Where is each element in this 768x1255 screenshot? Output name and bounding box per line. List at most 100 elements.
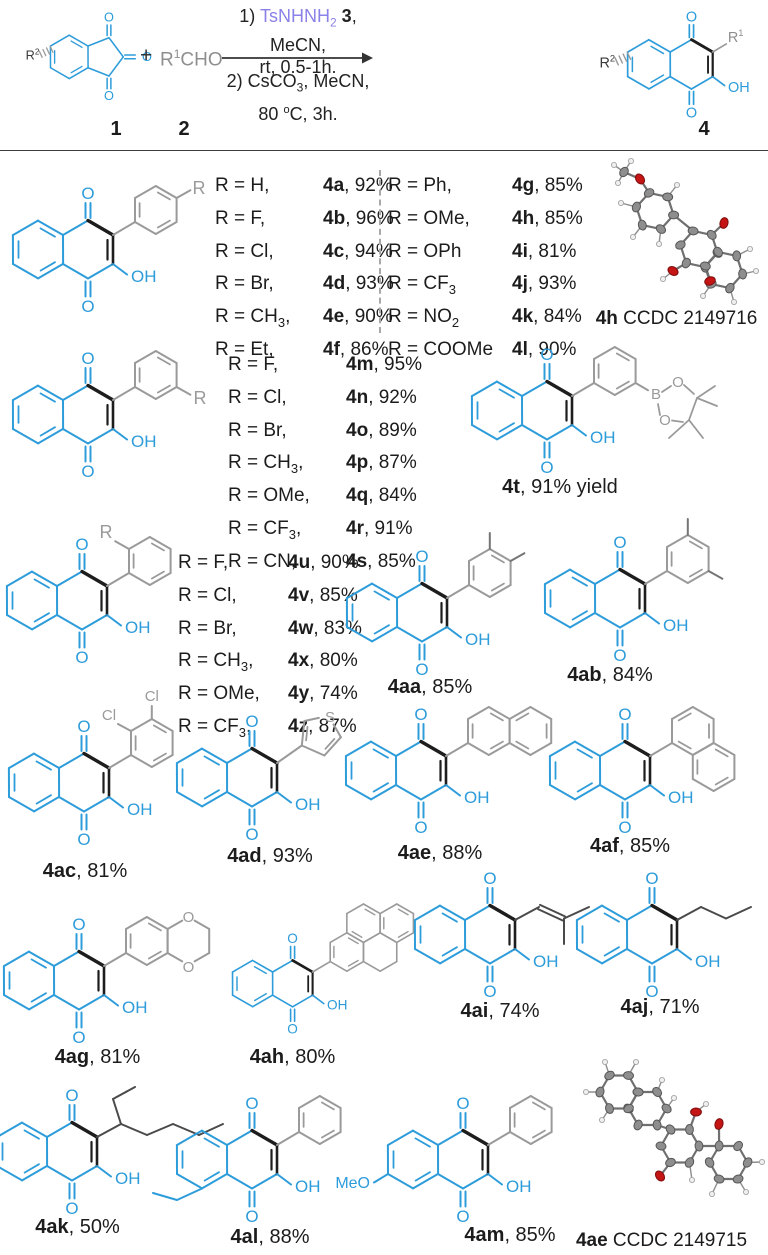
svg-text:OH: OH (122, 998, 148, 1017)
svg-text:OH: OH (295, 1177, 321, 1196)
caption-4ab: 4ab, 84% (567, 664, 653, 686)
svg-text:O: O (77, 717, 90, 736)
aldehyde-cho: CHO (180, 49, 223, 71)
caption-4af: 4af, 85% (589, 835, 671, 857)
svg-text:OH: OH (125, 618, 151, 637)
svg-text:O: O (142, 49, 152, 64)
list-item-4y: R = OMe,4y, 74% (178, 683, 358, 705)
svg-text:OH: OH (131, 432, 157, 451)
tosylhydrazide-reagent: TsNHNH (259, 6, 330, 26)
svg-text:O: O (245, 825, 258, 844)
reaction-arrow (222, 52, 373, 64)
list-item-4q: R = OMe,4q, 84% (228, 485, 417, 507)
list-item-4x: R = CH3,4x, 80% (178, 650, 358, 675)
caption-4aa: 4aa, 85% (387, 676, 473, 698)
label-compound-2: 2 (178, 118, 190, 140)
aldehyde-r: R (160, 49, 174, 71)
svg-text:O: O (613, 533, 626, 552)
list-item-4f: R = Et,4f, 86% (215, 338, 389, 360)
svg-text:O: O (245, 1094, 258, 1113)
svg-text:O: O (183, 909, 195, 926)
svg-text:R1: R1 (728, 28, 744, 46)
svg-text:O: O (672, 374, 684, 391)
svg-text:O: O (104, 88, 114, 103)
svg-text:O: O (81, 349, 94, 368)
svg-text:OH: OH (506, 1177, 532, 1196)
list-item-4p: R = CH3,4p, 87% (228, 452, 417, 477)
svg-text:OH: OH (115, 1169, 141, 1188)
svg-text:OH: OH (728, 80, 750, 96)
reaction-conditions-step2: 2) CsCO3, MeCN, 80 oC, 3h. (226, 71, 370, 124)
svg-text:O: O (287, 931, 298, 946)
svg-text:O: O (483, 982, 496, 1001)
svg-text:O: O (75, 648, 88, 667)
svg-text:O: O (81, 297, 94, 316)
svg-text:Cl: Cl (145, 688, 159, 705)
list-item-4d: R = Br,4d, 93% (215, 273, 394, 295)
svg-text:S: S (325, 709, 335, 726)
svg-text:O: O (483, 869, 496, 888)
label-compound-4: 4 (698, 118, 710, 140)
caption-4am: 4am, 85% (464, 1224, 556, 1246)
reaction-conditions-step1: 1) TsNHNH2 3, MeCN, rt, 0.5-1h. (239, 6, 357, 77)
list-item-4o: R = Br,4o, 89% (228, 419, 417, 441)
svg-text:O: O (415, 547, 428, 566)
list-item-4n: R = Cl,4n, 92% (228, 386, 417, 408)
svg-text:O: O (540, 458, 553, 477)
svg-text:O: O (183, 959, 195, 976)
svg-text:O: O (645, 982, 658, 1001)
caption-4ah: 4ah, 80% (249, 1046, 336, 1068)
caption-4ak: 4ak, 50% (35, 1216, 120, 1238)
caption-crystal-4h: 4h CCDC 2149716 (595, 308, 758, 329)
svg-text:B: B (651, 386, 661, 403)
svg-text:Cl: Cl (102, 707, 116, 724)
list-item-4z: R = CF3,4z, 87% (178, 715, 357, 740)
svg-text:OH: OH (464, 788, 490, 807)
svg-text:R: R (100, 522, 113, 542)
svg-text:OH: OH (533, 952, 559, 971)
svg-text:R2: R2 (599, 53, 615, 71)
svg-text:O: O (686, 9, 697, 25)
caption-4aj: 4aj, 71% (620, 996, 700, 1018)
svg-text:OH: OH (663, 616, 689, 635)
list-item-4v: R = Cl,4v, 85% (178, 584, 358, 606)
list-item-4e: R = CH3,4e, 90% (215, 306, 393, 330)
substituent-list-meta: R = F,4m, 95% R = Cl,4n, 92% R = Br,4o, 89… (228, 351, 422, 581)
svg-text:OH: OH (668, 788, 694, 807)
plus-sign: + (140, 44, 153, 67)
substituent-list-ortho: R = F,4u, 90%R = Cl,4v, 85%R = Br,4w, 83… (178, 549, 362, 746)
svg-text:O: O (456, 1094, 469, 1113)
list-item-4m: R = F,4m, 95% (228, 354, 423, 375)
svg-text:OH: OH (590, 428, 616, 447)
aldehyde-r-sup: 1 (173, 47, 181, 61)
svg-text:O: O (618, 705, 631, 724)
svg-text:O: O (72, 915, 85, 934)
svg-text:O: O (287, 1022, 298, 1037)
svg-text:OH: OH (327, 998, 347, 1013)
svg-text:O: O (414, 705, 427, 724)
svg-text:OH: OH (127, 800, 153, 819)
svg-text:O: O (456, 1207, 469, 1226)
svg-text:O: O (686, 105, 697, 121)
structure-product-hydroxynaphthoquinone: O O OH R2 R1 (596, 2, 768, 144)
svg-text:O: O (81, 462, 94, 481)
list-item-4b: R = F,4b, 96% (215, 207, 394, 229)
svg-text:OH: OH (465, 630, 491, 649)
structure-4af: O O OH (548, 690, 768, 837)
svg-text:O: O (618, 818, 631, 837)
list-item-4w: R = Br,4w, 83% (178, 617, 362, 639)
svg-text:R: R (193, 178, 206, 198)
list-item-4h: R = OMe,4h, 85% (388, 207, 583, 229)
crystal-structure-4ae (552, 1048, 768, 1228)
svg-text:O: O (245, 712, 258, 731)
structure-aldehyde-formula: R1CHO (160, 47, 223, 71)
list-item-4a: R = H,4a, 92% (215, 175, 393, 196)
